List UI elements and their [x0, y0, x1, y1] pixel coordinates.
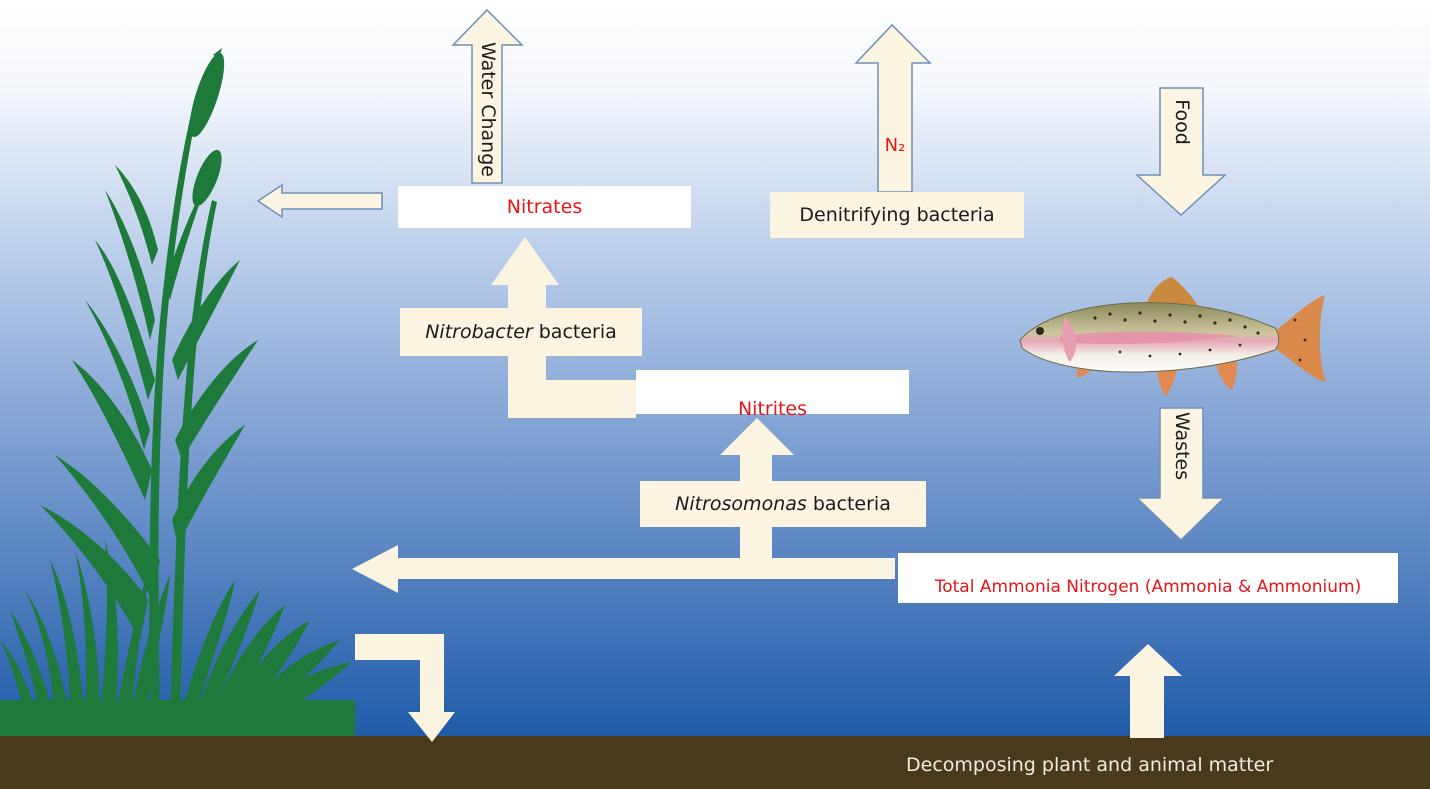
wastes-label: Wastes: [1169, 406, 1193, 486]
food-label: Food: [1169, 92, 1193, 152]
n2-label: N₂: [878, 132, 912, 158]
nitrites-box: Nitrites: [636, 370, 909, 414]
nitrobacter-suffix: bacteria: [533, 321, 617, 343]
denitrifying-bacteria-box: Denitrifying bacteria: [770, 192, 1024, 238]
nitrites-label: Nitrites: [738, 398, 807, 420]
nitrates-box: Nitrates: [398, 186, 691, 228]
total-ammonia-box: Total Ammonia Nitrogen (Ammonia & Ammoni…: [898, 553, 1398, 603]
nitrobacter-genus: Nitrobacter: [425, 321, 532, 343]
denitrifying-bacteria-label: Denitrifying bacteria: [799, 204, 994, 226]
nitrosomonas-genus: Nitrosomonas: [675, 493, 807, 515]
nitrosomonas-suffix: bacteria: [807, 493, 891, 515]
decomposing-matter-label: Decomposing plant and animal matter: [906, 754, 1273, 776]
nitrobacter-bacteria-box: Nitrobacter bacteria: [400, 308, 642, 356]
nitrosomonas-bacteria-box: Nitrosomonas bacteria: [640, 481, 926, 527]
water-change-label: Water Change: [475, 42, 499, 162]
